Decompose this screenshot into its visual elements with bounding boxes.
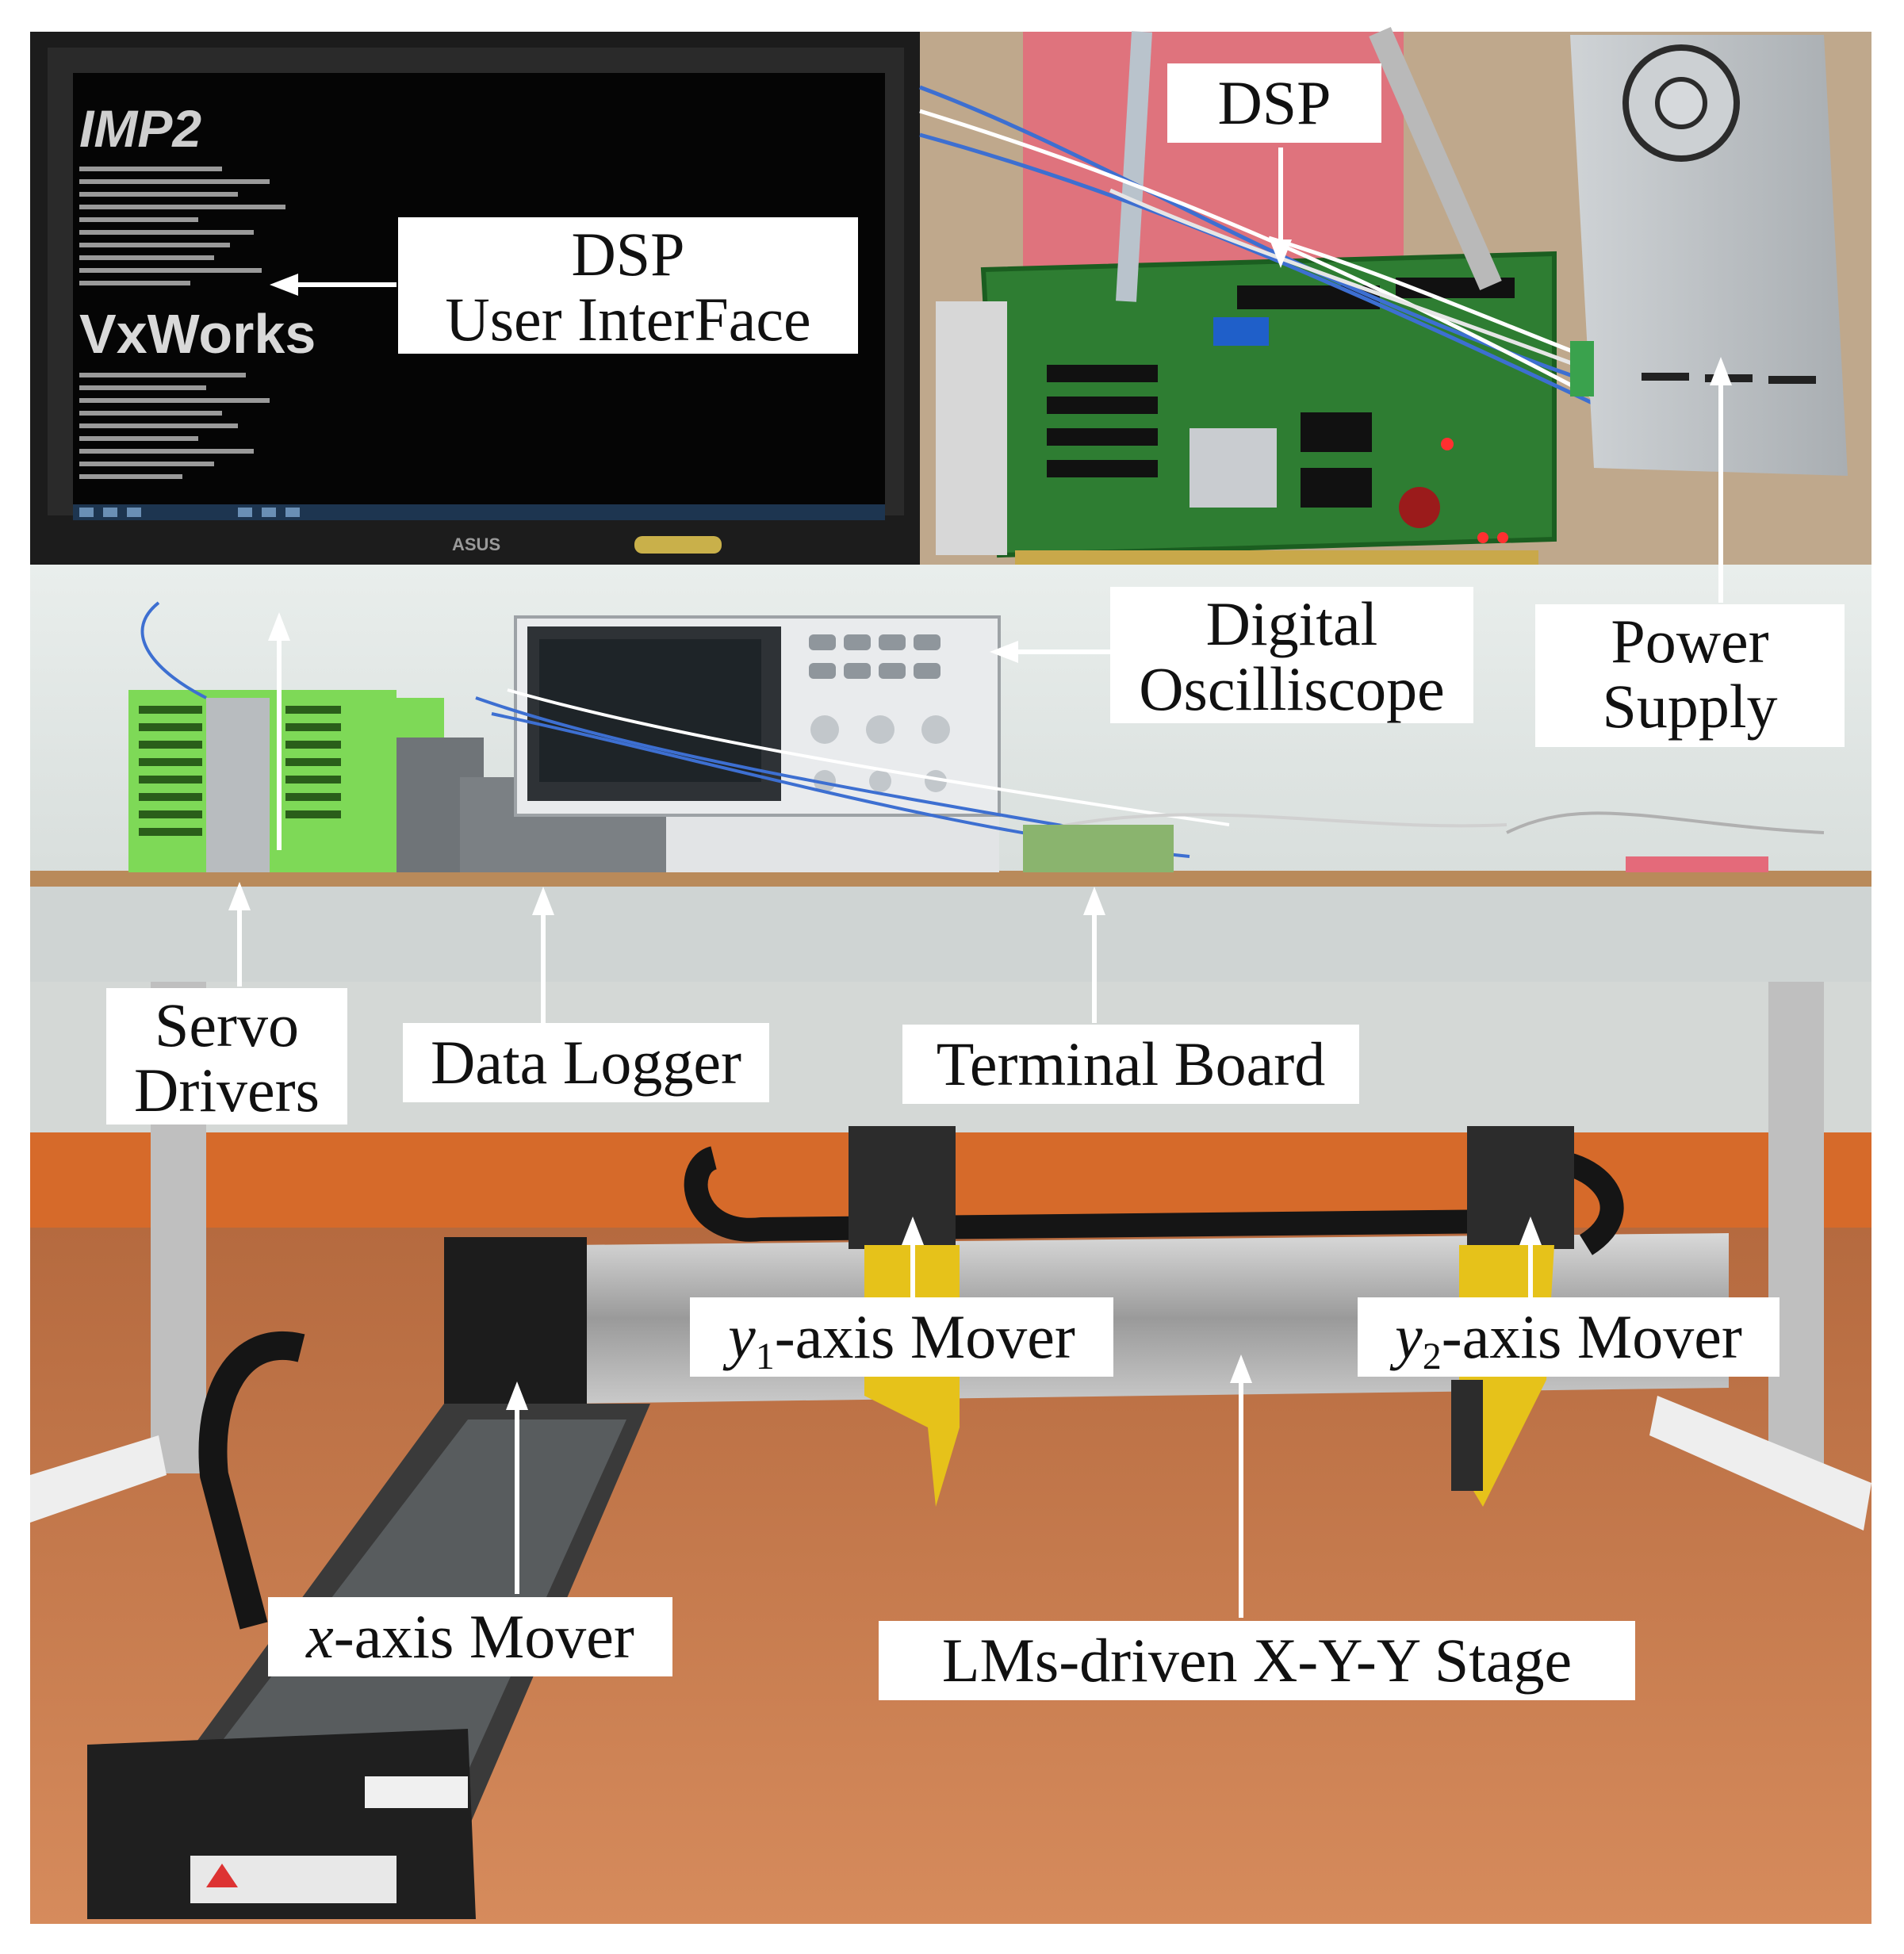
label-servo-drivers: Servo Drivers	[106, 988, 347, 1125]
arrow-dsp	[1270, 148, 1292, 268]
label-data-logger-text: Data Logger	[431, 1028, 741, 1097]
arrow-dsp-ui	[270, 274, 397, 296]
annotation-arrows	[228, 148, 1732, 1618]
label-y1-rest: -axis Mover	[774, 1302, 1075, 1371]
label-x-axis-mover: x-axis Mover	[268, 1597, 672, 1676]
label-y2-rest: -axis Mover	[1441, 1302, 1742, 1371]
label-y2-axis-mover: y2-axis Mover	[1358, 1297, 1779, 1377]
label-osc-line2: Oscilliscope	[1139, 654, 1445, 723]
label-y1-axis-mover: y1-axis Mover	[690, 1297, 1113, 1377]
arrow-servo-up-shelf	[268, 612, 290, 850]
label-dsp-ui-line2: User InterFace	[445, 285, 811, 354]
servo-drivers-shape	[128, 690, 444, 872]
arrow-oscilloscope	[990, 641, 1110, 663]
label-dsp: DSP	[1167, 63, 1381, 143]
label-x-var: x	[306, 1602, 334, 1671]
arrow-power-supply	[1710, 357, 1732, 603]
label-y2-sub: 2	[1422, 1335, 1442, 1377]
label-digital-oscilloscope: Digital Oscilliscope	[1110, 587, 1473, 723]
arrow-data-logger	[532, 887, 554, 1023]
label-stage-text: LMs-driven X-Y-Y Stage	[941, 1626, 1573, 1695]
label-power-line2: Supply	[1602, 672, 1778, 741]
label-power-line1: Power	[1611, 607, 1769, 676]
label-osc-line1: Digital	[1205, 589, 1378, 658]
label-data-logger: Data Logger	[403, 1023, 769, 1102]
label-dsp-user-interface: DSP User InterFace	[398, 217, 858, 354]
label-y1-var: y	[728, 1302, 756, 1371]
label-power-supply: Power Supply	[1535, 604, 1845, 747]
arrow-y1-mover	[902, 1216, 924, 1301]
label-dsp-ui-line1: DSP	[571, 220, 685, 289]
asus-brand: ASUS	[452, 534, 500, 554]
label-dsp-text: DSP	[1217, 68, 1331, 137]
arrow-x-mover	[506, 1381, 528, 1594]
label-y2-var: y	[1395, 1302, 1423, 1371]
arrow-terminal-board	[1083, 887, 1105, 1023]
label-x-rest: -axis Mover	[333, 1602, 634, 1671]
arrow-stage	[1230, 1354, 1252, 1618]
arrow-y2-mover	[1519, 1216, 1542, 1301]
label-y1-sub: 1	[755, 1335, 775, 1377]
label-servo-line1: Servo	[155, 990, 299, 1059]
label-servo-line2: Drivers	[134, 1056, 320, 1125]
vxworks-logo: VxWorks	[79, 303, 316, 365]
dsp-board-photo	[919, 26, 1871, 565]
imp2-logo: IMP2	[79, 99, 201, 158]
label-lms-driven-stage: LMs-driven X-Y-Y Stage	[879, 1621, 1635, 1700]
label-terminal-board: Terminal Board	[902, 1025, 1359, 1104]
label-terminal-board-text: Terminal Board	[936, 1029, 1326, 1098]
arrow-servo-drivers	[228, 882, 251, 987]
